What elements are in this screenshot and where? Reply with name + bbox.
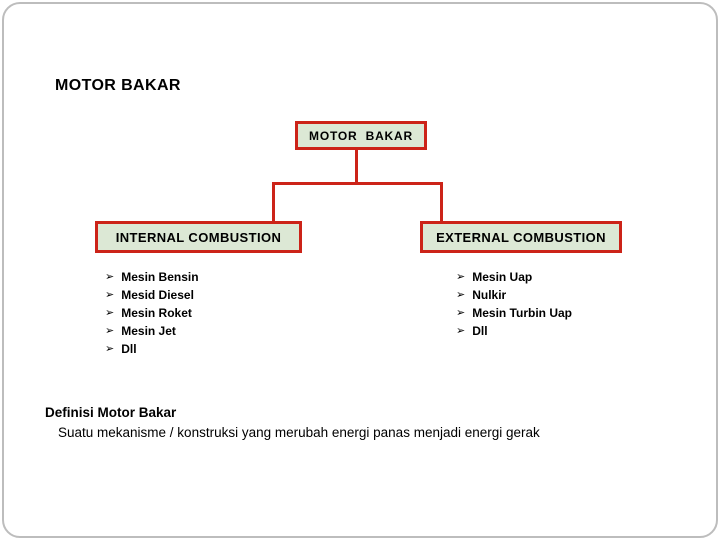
definition-body: Suatu mekanisme / konstruksi yang meruba… bbox=[58, 425, 540, 440]
list-item-label: Mesin Bensin bbox=[121, 270, 199, 284]
list-item: ➢ Mesin Jet bbox=[105, 322, 199, 340]
arrow-bullet-icon: ➢ bbox=[456, 306, 466, 319]
tree-node-motor-bakar: MOTOR BAKAR bbox=[295, 121, 427, 150]
arrow-bullet-icon: ➢ bbox=[105, 288, 115, 301]
list-item: ➢ Dll bbox=[105, 340, 199, 358]
arrow-bullet-icon: ➢ bbox=[456, 288, 466, 301]
list-item: ➢ Dll bbox=[456, 322, 572, 340]
arrow-bullet-icon: ➢ bbox=[105, 270, 115, 283]
tree-node-external-combustion: EXTERNAL COMBUSTION bbox=[420, 221, 622, 253]
list-item: ➢ Mesid Diesel bbox=[105, 286, 199, 304]
definition-heading: Definisi Motor Bakar bbox=[45, 405, 177, 420]
list-item: ➢ Mesin Turbin Uap bbox=[456, 304, 572, 322]
arrow-bullet-icon: ➢ bbox=[456, 270, 466, 283]
list-item: ➢ Mesin Uap bbox=[456, 268, 572, 286]
connector-drop-right bbox=[440, 182, 443, 223]
arrow-bullet-icon: ➢ bbox=[105, 342, 115, 355]
list-item-label: Dll bbox=[121, 342, 137, 356]
tree-node-internal-combustion: INTERNAL COMBUSTION bbox=[95, 221, 302, 253]
internal-combustion-list: ➢ Mesin Bensin ➢ Mesid Diesel ➢ Mesin Ro… bbox=[105, 268, 199, 358]
list-item-label: Mesin Turbin Uap bbox=[472, 306, 572, 320]
list-item-label: Mesin Roket bbox=[121, 306, 192, 320]
external-combustion-list: ➢ Mesin Uap ➢ Nulkir ➢ Mesin Turbin Uap … bbox=[456, 268, 572, 340]
list-item-label: Mesid Diesel bbox=[121, 288, 194, 302]
arrow-bullet-icon: ➢ bbox=[105, 324, 115, 337]
connector-stem bbox=[355, 149, 358, 185]
arrow-bullet-icon: ➢ bbox=[456, 324, 466, 337]
list-item: ➢ Mesin Roket bbox=[105, 304, 199, 322]
connector-crossbar bbox=[272, 182, 443, 185]
list-item-label: Mesin Jet bbox=[121, 324, 176, 338]
list-item: ➢ Nulkir bbox=[456, 286, 572, 304]
arrow-bullet-icon: ➢ bbox=[105, 306, 115, 319]
list-item-label: Nulkir bbox=[472, 288, 507, 302]
list-item: ➢ Mesin Bensin bbox=[105, 268, 199, 286]
page-title: MOTOR BAKAR bbox=[55, 77, 181, 94]
list-item-label: Dll bbox=[472, 324, 488, 338]
list-item-label: Mesin Uap bbox=[472, 270, 533, 284]
connector-drop-left bbox=[272, 182, 275, 223]
